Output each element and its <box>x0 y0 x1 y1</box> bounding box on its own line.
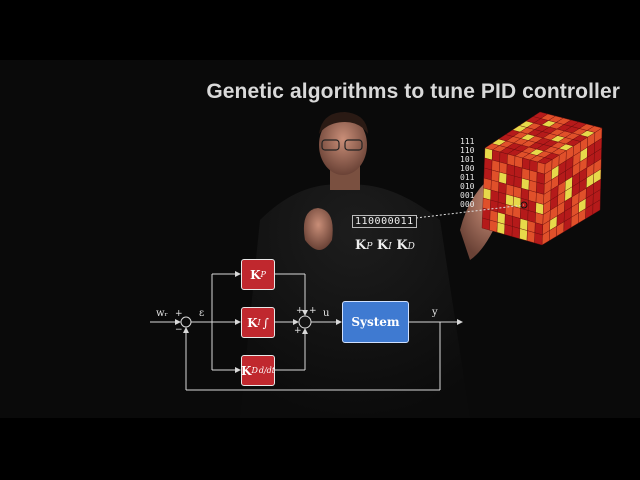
letterbox-bottom <box>0 418 640 480</box>
error-label: ε <box>199 308 204 319</box>
pid-plus-mid: + <box>309 306 317 316</box>
pid-plus-bottom: + <box>294 326 302 336</box>
pid-block-diagram <box>0 60 640 418</box>
system-block: System <box>342 301 409 343</box>
output-label: y <box>432 307 438 318</box>
letterbox-top <box>0 0 640 60</box>
feedback-minus-sign: − <box>175 325 183 335</box>
reference-plus-sign: + <box>175 309 183 319</box>
pid-plus-top: + <box>296 306 304 316</box>
control-label: u <box>323 308 329 319</box>
slide-frame: Genetic algorithms to tune PID controlle… <box>0 60 640 418</box>
reference-label: wᵣ <box>156 308 168 319</box>
